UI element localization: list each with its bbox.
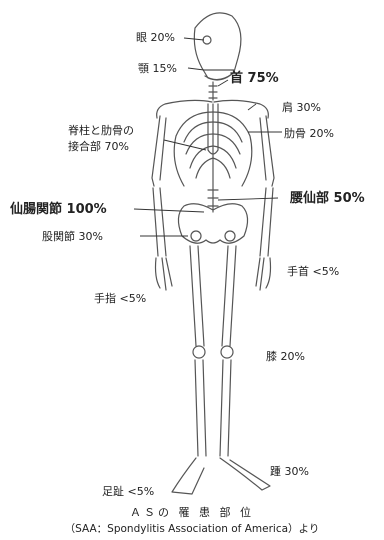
right-leg-icon bbox=[220, 246, 270, 490]
caption-source: （SAA：Spondylitis Association of America）… bbox=[0, 522, 384, 536]
neck-leader bbox=[218, 80, 228, 86]
shoulder-label: 肩 30% bbox=[282, 101, 321, 114]
sacroiliac-label: 仙腸関節 100% bbox=[10, 202, 107, 217]
pelvis-icon bbox=[178, 204, 247, 243]
shoulder-leader bbox=[248, 104, 256, 110]
hip-label: 股関節 30% bbox=[42, 230, 103, 243]
lumbosacral-label: 腰仙部 50% bbox=[290, 191, 365, 206]
cervical-spine-icon bbox=[209, 82, 217, 100]
wrist-label: 手首 <5% bbox=[287, 265, 339, 278]
left-leg-icon bbox=[172, 246, 206, 494]
caption-title: ＡＳの 罹 患 部 位 bbox=[0, 506, 384, 520]
neck-label: 首 75% bbox=[230, 71, 279, 86]
rib-cage-icon bbox=[174, 104, 252, 190]
lumbosacral-leader bbox=[218, 198, 278, 200]
rib-label: 肋骨 20% bbox=[284, 127, 334, 140]
jaw-label: 顎 15% bbox=[138, 62, 177, 75]
eye-label: 眼 20% bbox=[136, 31, 175, 44]
left-arm-icon bbox=[152, 116, 172, 290]
finger-label: 手指 <5% bbox=[94, 292, 146, 305]
costal-leader bbox=[164, 140, 206, 150]
right-arm-icon bbox=[256, 116, 274, 290]
knee-label: 膝 20% bbox=[266, 350, 305, 363]
sacroiliac-leader bbox=[134, 209, 204, 212]
toe-label: 足趾 <5% bbox=[102, 485, 154, 498]
costal-label-line1: 脊柱と肋骨の bbox=[68, 124, 162, 137]
costal-label-line2: 接合部 70% bbox=[68, 140, 129, 153]
heel-label: 踵 30% bbox=[270, 465, 309, 478]
